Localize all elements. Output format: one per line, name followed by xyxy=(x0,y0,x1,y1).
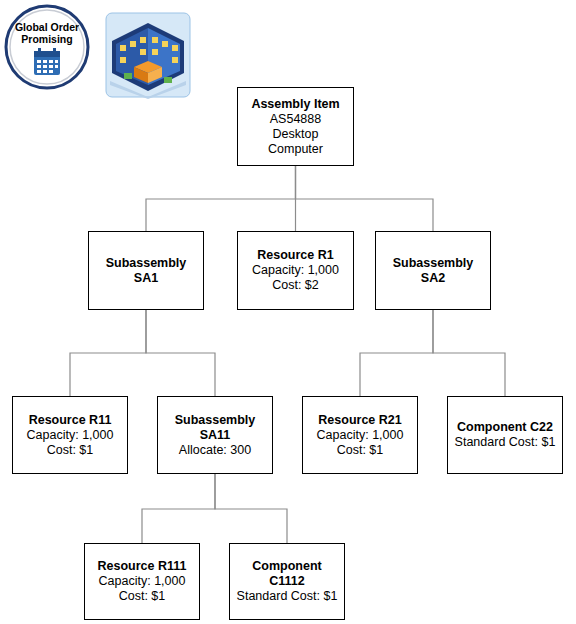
box-heading: Resource R111 xyxy=(98,559,187,574)
box-heading: Subassembly SA2 xyxy=(391,256,476,286)
box-heading: Resource R11 xyxy=(29,413,112,428)
box-heading: Assembly Item xyxy=(251,97,339,112)
box-detail: AS54888 Desktop Computer xyxy=(246,112,346,157)
tree-connector xyxy=(360,310,433,396)
box-detail: Capacity: 1,000 xyxy=(252,263,339,278)
resource-box: Resource R111Capacity: 1,000Cost: $1 xyxy=(84,543,200,620)
resource-box: Resource R11Capacity: 1,000Cost: $1 xyxy=(12,396,128,474)
product-badge: Global Order Promising xyxy=(4,4,90,90)
tree-connector xyxy=(296,166,434,231)
box-detail: Cost: $1 xyxy=(337,443,384,458)
box-heading: Subassembly SA1 xyxy=(104,256,189,286)
box-detail: Standard Cost: $1 xyxy=(455,435,556,450)
badge-outline xyxy=(4,4,90,90)
subassembly-box: Subassembly SA1 xyxy=(88,231,204,310)
box-heading: Component C1112 xyxy=(245,559,330,589)
subassembly-box: Subassembly SA11Allocate: 300 xyxy=(157,396,273,474)
box-heading: Component C22 xyxy=(457,420,553,435)
tree-connector xyxy=(433,310,505,396)
box-detail: Capacity: 1,000 xyxy=(27,428,114,443)
box-detail: Cost: $1 xyxy=(47,443,94,458)
box-detail: Cost: $2 xyxy=(272,278,319,293)
warehouse-illustration xyxy=(104,11,192,99)
box-detail: Standard Cost: $1 xyxy=(237,589,338,604)
tree-connector xyxy=(146,310,215,396)
tree-connector xyxy=(215,474,287,543)
box-heading: Global Order Promising xyxy=(12,21,82,45)
box-detail: Allocate: 300 xyxy=(179,443,251,458)
box-heading: Resource R21 xyxy=(318,413,401,428)
resource-box: Resource R21Capacity: 1,000Cost: $1 xyxy=(302,396,418,474)
component-box: Component C22Standard Cost: $1 xyxy=(447,396,563,474)
component-box: Component C1112Standard Cost: $1 xyxy=(229,543,345,620)
tree-connector xyxy=(146,166,296,231)
box-detail: Capacity: 1,000 xyxy=(99,574,186,589)
box-detail: Cost: $1 xyxy=(119,589,166,604)
tree-connector xyxy=(142,474,215,543)
assembly-box: Assembly ItemAS54888 Desktop Computer xyxy=(237,87,354,166)
tree-connector xyxy=(70,310,146,396)
box-heading: Resource R1 xyxy=(257,248,333,263)
resource-box: Resource R1Capacity: 1,000Cost: $2 xyxy=(237,231,354,310)
subassembly-box: Subassembly SA2 xyxy=(375,231,491,310)
box-heading: Subassembly SA11 xyxy=(173,413,258,443)
box-detail: Capacity: 1,000 xyxy=(317,428,404,443)
